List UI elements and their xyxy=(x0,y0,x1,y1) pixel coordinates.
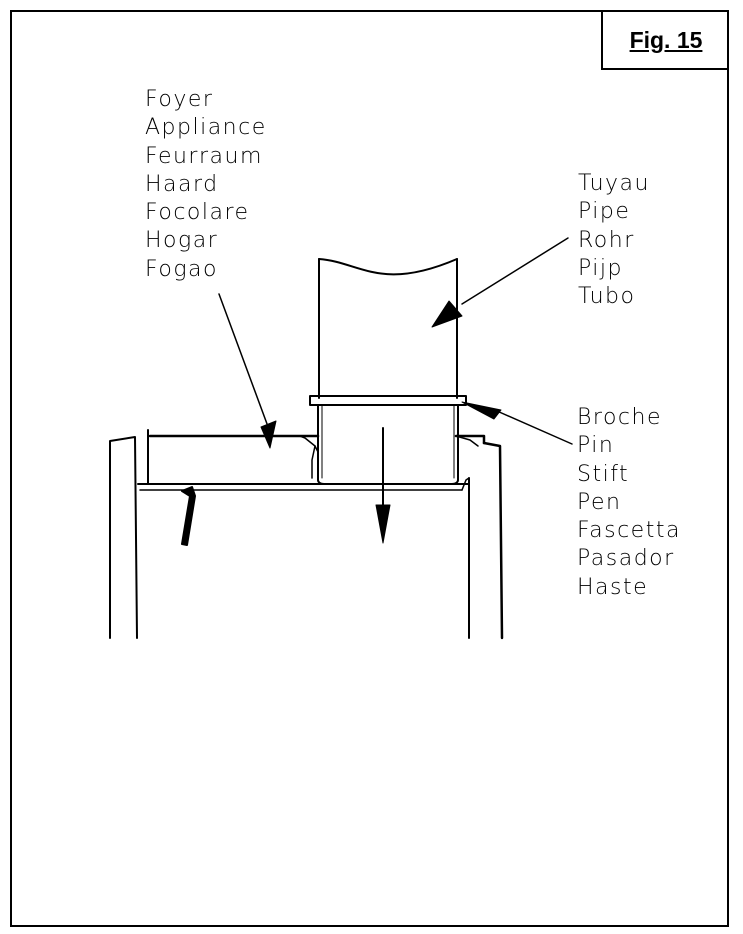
appliance-left-wall xyxy=(109,436,138,639)
figure-frame xyxy=(10,10,729,927)
pipe-label: Tuyau xyxy=(578,171,650,196)
pipe-lower-section xyxy=(317,404,459,485)
pipe-label-group: Tuyau Pipe Rohr Pijp Tubo xyxy=(578,170,650,311)
pin-label: Broche xyxy=(577,405,663,430)
appliance-right-wall xyxy=(468,441,504,640)
latch-lever xyxy=(181,486,196,546)
appliance-label: Foyer xyxy=(145,87,214,112)
pin-label-group: Broche Pin Stift Pen Fascetta Pasador Ha… xyxy=(577,404,681,602)
appliance-label: Appliance xyxy=(145,115,267,141)
pin-label: Pen xyxy=(577,489,622,515)
pipe-label: Tubo xyxy=(578,284,636,310)
pin-label: Pasador xyxy=(577,546,675,572)
figure-number: Fig. 15 xyxy=(629,26,703,53)
pin-label: Pin xyxy=(577,433,615,459)
pipe-label: Pijp xyxy=(578,255,623,281)
pin-label: Fascetta xyxy=(577,518,681,544)
appliance-label: Feurraum xyxy=(145,143,263,169)
appliance-label: Hogar xyxy=(145,228,219,254)
appliance-label: Haard xyxy=(145,171,219,197)
pipe-label: Pipe xyxy=(578,199,631,225)
pipe-leader xyxy=(431,237,569,328)
figure-number-box: Fig. 15 xyxy=(601,12,729,70)
pin-label: Haste xyxy=(577,574,649,600)
flue-pipe xyxy=(318,258,458,399)
down-arrow xyxy=(375,427,391,544)
pin-label: Stift xyxy=(577,461,630,487)
pipe-ring xyxy=(309,395,467,406)
appliance-collar xyxy=(147,429,486,485)
appliance-label: Focolare xyxy=(145,200,250,226)
pin-leader xyxy=(461,401,573,445)
appliance-leader xyxy=(218,293,277,449)
appliance-label: Fogao xyxy=(145,256,218,282)
appliance-label-group: Foyer Appliance Feurraum Haard Focolare … xyxy=(145,86,267,284)
pipe-label: Rohr xyxy=(578,227,635,253)
